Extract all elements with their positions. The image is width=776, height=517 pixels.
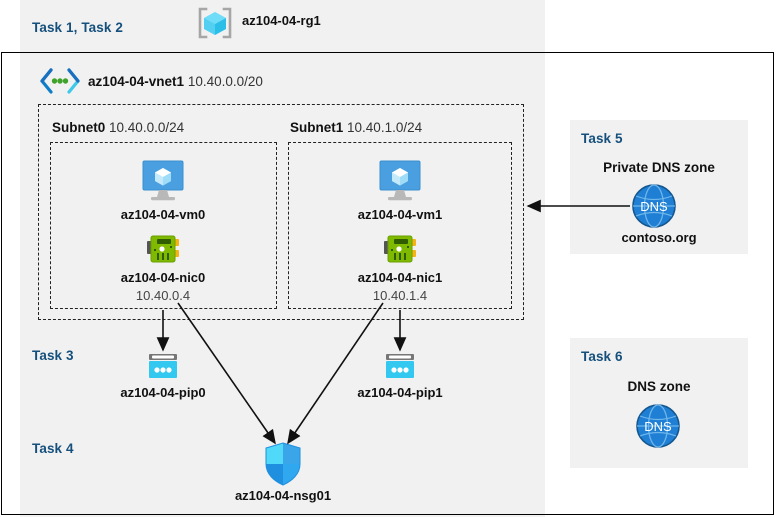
- task-label-6: Task 6: [581, 349, 623, 364]
- subnet1-header: Subnet1 10.40.1.0/24: [290, 120, 422, 135]
- virtual-network-box: [20, 57, 545, 328]
- nic1-ip: 10.40.1.4: [372, 288, 428, 303]
- svg-text:DNS: DNS: [644, 419, 672, 434]
- task3-panel: [20, 339, 545, 413]
- subnet0-box: [50, 142, 277, 309]
- task-label-1-2: Task 1, Task 2: [32, 20, 123, 35]
- task-label-5: Task 5: [581, 131, 623, 146]
- network-security-group-icon: [264, 442, 302, 486]
- dns-zone-icon: DNS: [635, 403, 681, 449]
- resource-group-task-label: Task 1, Task 2: [32, 19, 123, 37]
- subnet1-cidr: 10.40.1.0/24: [347, 120, 423, 135]
- resource-group-icon: [197, 7, 233, 39]
- virtual-network-cidr: 10.40.0.0/20: [187, 74, 263, 89]
- nsg-name: az104-04-nsg01: [234, 488, 332, 503]
- subnet0-name: Subnet0: [52, 120, 106, 135]
- virtual-network-name: az104-04-vnet1: [88, 74, 185, 89]
- private-dns-zone-title: Private DNS zone: [603, 160, 715, 175]
- subnet0-cidr: 10.40.0.0/24: [109, 120, 185, 135]
- subnet1-name: Subnet1: [290, 120, 344, 135]
- pip1-name: az104-04-pip1: [357, 385, 443, 400]
- virtual-network-icon: [38, 68, 82, 94]
- nic0-name: az104-04-nic0: [120, 270, 206, 285]
- task-label-3: Task 3: [32, 348, 74, 363]
- virtual-machine-icon: [374, 160, 426, 202]
- virtual-network-header: az104-04-vnet1 10.40.0.0/20: [88, 74, 263, 89]
- network-interface-icon: [146, 232, 180, 266]
- subnet0-header: Subnet0 10.40.0.0/24: [52, 120, 184, 135]
- private-dns-zone-name: contoso.org: [621, 230, 697, 245]
- network-interface-icon: [383, 232, 417, 266]
- task-label-4: Task 4: [32, 441, 74, 456]
- pip0-name: az104-04-pip0: [120, 385, 206, 400]
- vm0-name: az104-04-vm0: [120, 207, 206, 222]
- public-ip-icon: [146, 352, 180, 382]
- subnets-container: [38, 104, 524, 320]
- vm1-name: az104-04-vm1: [357, 207, 443, 222]
- resource-group-name: az104-04-rg1: [242, 13, 321, 28]
- svg-text:DNS: DNS: [640, 199, 668, 214]
- nic0-ip: 10.40.0.4: [135, 288, 191, 303]
- nic1-name: az104-04-nic1: [357, 270, 443, 285]
- dns-zone-icon: DNS: [631, 183, 677, 229]
- diagram-outer-border: [1, 52, 774, 515]
- dns-zone-title: DNS zone: [627, 379, 691, 394]
- public-ip-icon: [383, 352, 417, 382]
- subnet1-box: [288, 142, 512, 309]
- virtual-machine-icon: [137, 160, 189, 202]
